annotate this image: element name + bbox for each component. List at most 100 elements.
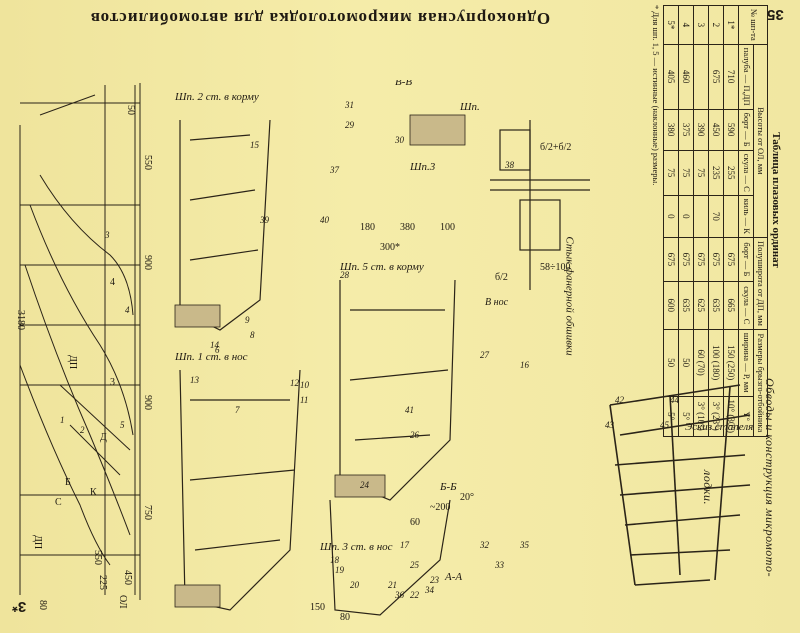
- dim-80: 80: [37, 600, 48, 610]
- table-row: 2 675 450 235 70 675 635 100 (180) 3° (2…: [708, 5, 724, 437]
- table-title: Таблица плазовых ординат: [770, 132, 782, 268]
- dim-60: 60: [410, 517, 420, 528]
- part-number-label: 23: [430, 575, 439, 585]
- part-number-label: 30: [395, 135, 404, 145]
- dim-80b: 80: [340, 612, 350, 620]
- table-cell: 675: [678, 237, 694, 282]
- group-sizes: Размеры брызго-отбойника: [753, 329, 768, 437]
- label-dpl: ДП: [32, 535, 43, 549]
- table-cell: [723, 195, 739, 238]
- label-s: С: [55, 497, 62, 508]
- sub-header: скула — С: [738, 150, 754, 196]
- part-number-label: 22: [410, 590, 419, 600]
- table-cell: 3° (23°): [708, 396, 724, 437]
- dim-180: 180: [360, 222, 375, 233]
- sub-header: ширина — Р, мм: [738, 329, 754, 396]
- table-cell: 0: [678, 195, 694, 238]
- caption-aa: А-А: [444, 571, 462, 583]
- dim-300: 300*: [380, 242, 400, 253]
- table-cell: 1*: [723, 5, 739, 45]
- table-row: 3 390 75 675 625 60 (70) 3° (10°): [693, 5, 709, 437]
- table-cell: 600: [663, 281, 679, 330]
- part-number-label: 5: [120, 420, 125, 430]
- dim-b2: б/2: [495, 272, 508, 283]
- dim-100: 100: [440, 222, 455, 233]
- table-cell: 75: [663, 150, 679, 196]
- dim-550b: 550: [92, 550, 103, 565]
- table-cell: 625: [693, 281, 709, 330]
- dim-3: 3: [110, 377, 115, 388]
- part-number-label: 28: [340, 270, 349, 280]
- col-shp: № шп-та: [738, 5, 768, 45]
- dim-750: 750: [142, 505, 153, 520]
- table-cell: 635: [708, 281, 724, 330]
- part-number-label: 44: [670, 395, 679, 405]
- table-cell: 60 (70): [693, 329, 709, 396]
- caption-shp6: Шп. 6: [459, 101, 480, 113]
- table-cell: 75: [693, 150, 709, 196]
- part-number-label: 35: [520, 540, 529, 550]
- table-row: 5* 405 380 75 0 675 600 50 5°: [663, 5, 679, 437]
- part-number-label: 27: [480, 350, 489, 360]
- table-cell: 380: [663, 109, 679, 151]
- building-jig-drawing: Эскиз стапеля: [609, 384, 753, 586]
- part-number-label: 43: [605, 420, 614, 430]
- part-number-label: 45: [660, 420, 669, 430]
- table-cell: 390: [693, 109, 709, 151]
- table-row: 4 460 375 75 0 675 635 50 5°: [678, 5, 694, 437]
- dim-150: 150: [310, 602, 325, 613]
- part-number-label: 6: [215, 345, 220, 355]
- part-number-label: 19: [335, 565, 344, 575]
- table-cell: 675: [693, 237, 709, 282]
- sub-header: киль — К: [738, 195, 754, 238]
- part-number-label: 17: [400, 540, 409, 550]
- label-k: К: [90, 487, 97, 498]
- lines-plan-drawing: 3180 550 900 900 750 450 550 225 80 50 4…: [15, 83, 153, 610]
- sub-header: скула — С: [738, 281, 754, 330]
- table-cell: 3° (10°): [693, 396, 709, 437]
- table-cell: 675: [708, 237, 724, 282]
- table-cell: 2: [708, 5, 724, 45]
- table-cell: 4: [678, 5, 694, 45]
- part-number-label: 37: [330, 165, 339, 175]
- label-b: Б: [65, 477, 71, 488]
- part-number-label: 21: [388, 580, 397, 590]
- label-ol: ОЛ: [117, 595, 128, 609]
- table-row: 1* 710 590 255 675 665 150 (250) 10° (30…: [723, 5, 739, 437]
- caption-vv: В-В: [395, 80, 412, 88]
- part-number-label: 34: [425, 585, 434, 595]
- table-cell: [693, 195, 709, 238]
- caption-eskiz: Эскиз стапеля: [685, 421, 753, 433]
- table-cell: 70: [708, 195, 724, 238]
- dim-20: 20°: [460, 492, 474, 503]
- dim-380: 380: [400, 222, 415, 233]
- ordinates-table: № шп-та Высоты от ОЛ, мм Полуширота от Д…: [663, 5, 768, 437]
- label-dp: ДП: [67, 355, 78, 369]
- caption-shp1: Шп. 1 ст. в нос: [174, 351, 248, 363]
- table-cell: 710: [723, 44, 739, 110]
- table-cell: 405: [663, 44, 679, 110]
- dim-4: 4: [110, 277, 115, 288]
- caption-shp2: Шп. 2 ст. в корму: [174, 91, 259, 103]
- part-number-label: 7: [235, 405, 240, 415]
- part-number-label: 10: [300, 380, 309, 390]
- dim-58-100: 58÷100: [540, 262, 571, 273]
- ordinates-table-container: Таблица плазовых ординат № шп-та Высоты …: [612, 5, 782, 437]
- part-number-label: 20: [350, 580, 359, 590]
- part-number-label: 18: [330, 555, 339, 565]
- part-number-label: 31: [345, 100, 354, 110]
- caption-bb: Б-Б: [439, 481, 457, 493]
- table-cell: 150 (250): [723, 329, 739, 396]
- part-number-label: 4: [125, 305, 130, 315]
- table-cell: 75: [678, 150, 694, 196]
- part-number-label: 1: [60, 415, 65, 425]
- part-number-label: 15: [250, 140, 259, 150]
- caption-line-2: лодки.: [700, 470, 715, 505]
- table-cell: 3: [693, 5, 709, 45]
- part-number-label: 29: [345, 120, 354, 130]
- sub-header: борт — Б: [738, 237, 754, 282]
- dim-50: 50: [125, 105, 136, 115]
- part-number-label: 24: [360, 480, 369, 490]
- dim-450: 450: [122, 570, 133, 585]
- table-cell: 0: [663, 195, 679, 238]
